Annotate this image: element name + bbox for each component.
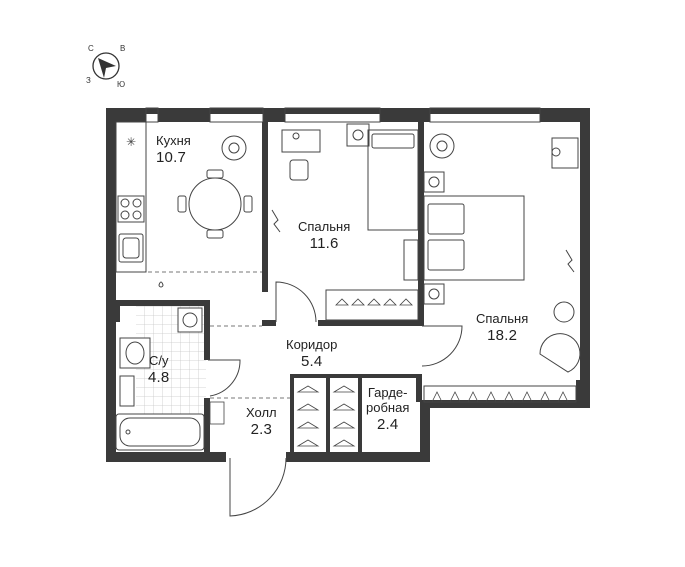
hangers-bedroom1 (335, 298, 413, 306)
kitchen-furniture (115, 121, 253, 288)
compass-east: В (120, 44, 126, 53)
bathroom-area: 4.8 (148, 368, 170, 386)
doors (208, 281, 463, 517)
compass-west: З (86, 76, 91, 85)
bedroom1-name: Спальня (298, 219, 351, 234)
bedroom2-name: Спальня (476, 311, 529, 326)
interior-walls (116, 122, 424, 452)
bedroom1-furniture (281, 123, 419, 321)
hall-hangers (209, 385, 356, 447)
windows (145, 107, 541, 123)
room-label-kitchen: Кухня 10.7 (156, 133, 191, 166)
room-label-corridor: Коридор 5.4 (286, 337, 338, 370)
bedroom2-area: 18.2 (487, 326, 518, 344)
bedroom2-furniture (423, 133, 581, 403)
hangers-bedroom2 (431, 391, 569, 403)
hall-name: Холл (246, 405, 277, 420)
bathroom-fixtures (115, 307, 205, 451)
corridor-area: 5.4 (300, 352, 323, 370)
outer-walls (106, 108, 590, 462)
compass-icon (92, 52, 120, 80)
wardrobe-name-1: Гарде- (367, 385, 408, 400)
room-label-bedroom2: Спальня 18.2 (476, 311, 529, 344)
wardrobe-name-2: робная (366, 399, 410, 415)
compass-south: Ю (117, 80, 126, 89)
hall-area: 2.3 (250, 420, 273, 438)
window-curtain-mark (271, 209, 281, 233)
bathroom-name: С/у (148, 353, 169, 368)
asterisk-icon: ✳ (126, 135, 136, 149)
corridor-name: Коридор (286, 337, 338, 352)
wardrobe-area: 2.4 (376, 415, 399, 433)
compass-north: С (88, 44, 94, 53)
room-label-wardrobe: Гарде- робная 2.4 (366, 385, 410, 433)
room-label-hall: Холл 2.3 (246, 405, 277, 438)
room-label-bathroom: С/у 4.8 (148, 353, 170, 386)
kitchen-area: 10.7 (156, 148, 186, 166)
bedroom1-area: 11.6 (309, 234, 339, 252)
window-curtain-mark-2 (565, 249, 575, 273)
kitchen-name: Кухня (156, 133, 191, 148)
room-label-bedroom1: Спальня 11.6 (298, 219, 351, 252)
